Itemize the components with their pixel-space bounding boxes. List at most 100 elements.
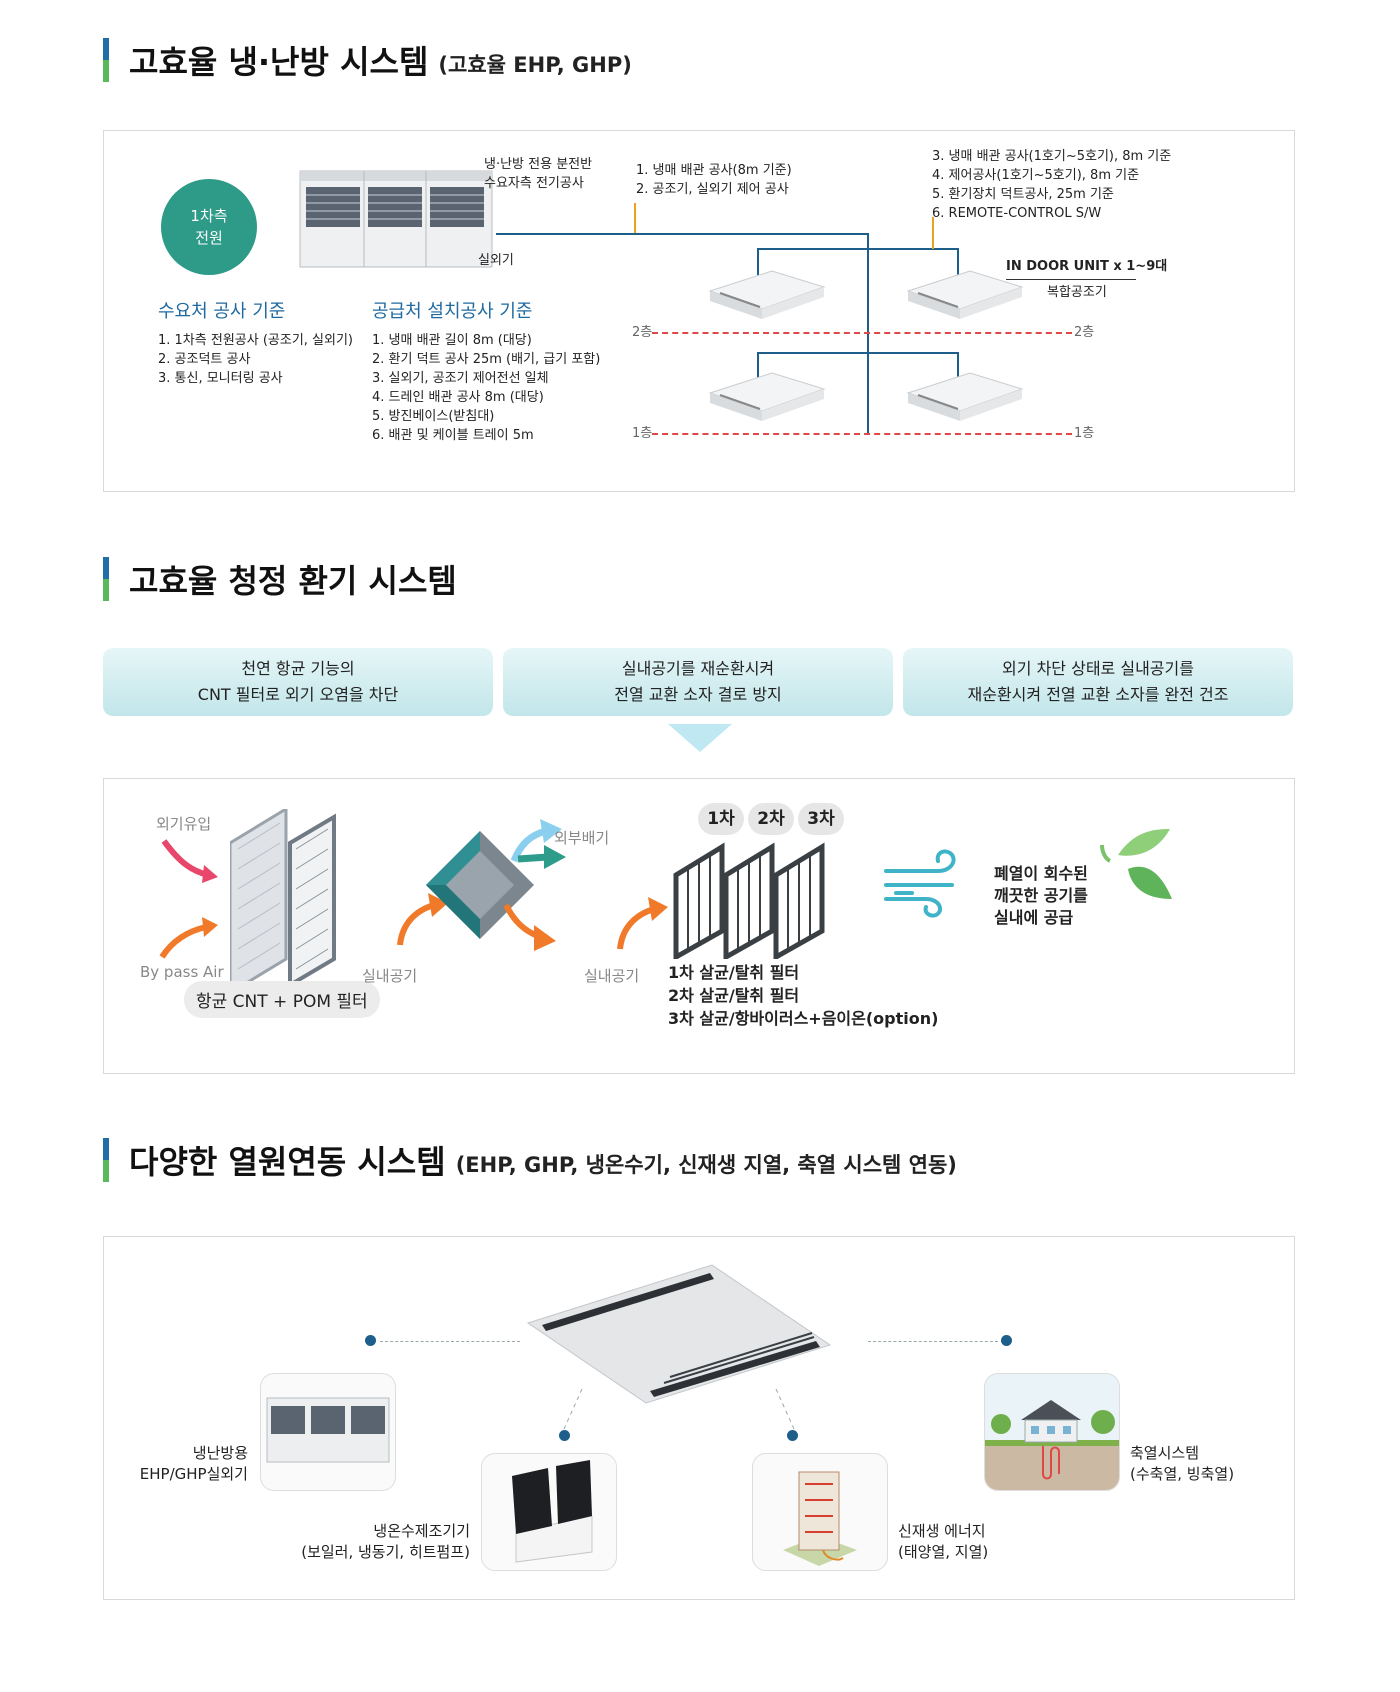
chiller-image — [481, 1453, 617, 1571]
floor1-dash-line — [652, 433, 1072, 435]
outdoor-unit-caption: 냉난방용 EHP/GHP실외기 — [126, 1443, 248, 1485]
power-circle-line1: 1차측 — [190, 207, 228, 225]
outdoor-unit-image — [260, 1373, 396, 1491]
indoor-unit-2f-right — [906, 270, 1024, 319]
clean-air-result-text: 폐열이 회수된 깨끗한 공기를 실내에 공급 — [994, 863, 1088, 929]
caption-line: 냉난방용 — [192, 1444, 248, 1462]
supply-item: 4. 드레인 배관 공사 8m (대당) — [372, 390, 544, 405]
work-notes-b: 3. 냉매 배관 공사(1호기~5호기), 8m 기준 4. 제어공사(1호기~… — [932, 147, 1171, 223]
indoor-unit-sublabel: 복합공조기 — [1047, 285, 1107, 300]
thermal-storage-caption: 축열시스템 (수축열, 빙축열) — [1130, 1443, 1234, 1485]
result-line: 깨끗한 공기를 — [994, 886, 1088, 905]
renewable-energy-image — [752, 1453, 888, 1571]
work-note-4: 4. 제어공사(1호기~5호기), 8m 기준 — [932, 168, 1140, 183]
filter-stage-list: 1차 살균/탈취 필터 2차 살균/탈취 필터 3차 살균/항바이러스+음이온(… — [668, 961, 938, 1030]
caption-line: 축열시스템 — [1130, 1444, 1200, 1462]
main-pipe-horizontal — [496, 233, 868, 235]
section3-subtitle: (EHP, GHP, 냉온수기, 신재생 지열, 축열 시스템 연동) — [455, 1153, 957, 1177]
indoor-air-label-1: 실내공기 — [362, 967, 418, 985]
outdoor-unit-icon — [266, 1397, 390, 1463]
orange-arrow-icon — [159, 917, 218, 959]
section3-title: 다양한 열원연동 시스템 — [129, 1143, 446, 1181]
floor2-left-label: 2층 — [632, 325, 653, 340]
outdoor-unit-illustration — [299, 170, 493, 268]
demand-criteria-title: 수요처 공사 기준 — [158, 301, 286, 322]
filter-stage-item: 3차 살균/항바이러스+음이온(option) — [668, 1009, 939, 1028]
caption-line: (보일러, 냉동기, 히트펌프) — [301, 1543, 470, 1561]
power-circle-line2: 전원 — [195, 229, 223, 247]
section1-title: 고효율 냉·난방 시스템 — [129, 43, 429, 81]
supply-item: 2. 환기 덕트 공사 25m (배기, 급기 포함) — [372, 352, 601, 367]
stage3-chip: 3차 — [798, 803, 844, 835]
link-dot-chiller — [559, 1430, 570, 1441]
ceiling-cassette-illustration — [526, 1264, 832, 1404]
demand-item: 1. 1차측 전원공사 (공조기, 실외기) — [158, 333, 353, 348]
filter-stage-item: 1차 살균/탈취 필터 — [668, 963, 800, 982]
cnt-filter-illustration — [230, 809, 336, 995]
result-line: 폐열이 회수된 — [994, 864, 1088, 883]
pill-line: 재순환시켜 전열 교환 소자를 완전 건조 — [967, 685, 1229, 704]
supply-orange-arrow-icon — [503, 903, 556, 951]
floor2-dash-line — [652, 332, 1072, 334]
indoor-unit-1f-right — [906, 372, 1024, 421]
pill-line: 전열 교환 소자 결로 방지 — [614, 685, 782, 704]
supply-item: 3. 실외기, 공조기 제어전선 일체 — [372, 371, 549, 386]
work-note-6: 6. REMOTE-CONTROL S/W — [932, 206, 1102, 221]
work-note-3: 3. 냉매 배관 공사(1호기~5호기), 8m 기준 — [932, 149, 1172, 164]
pill-line: 실내공기를 재순환시켜 — [621, 659, 775, 678]
section1-heading: 고효율 냉·난방 시스템 (고효율 EHP, GHP) — [103, 38, 632, 82]
section-marker — [103, 557, 109, 601]
hvac-diagram-panel: 1차측 전원 냉·난방 전용 분전반 수요자측 전기공사 실외기 1. 냉매 배… — [103, 130, 1295, 492]
supply-criteria-title: 공급처 설치공사 기준 — [372, 301, 533, 322]
upper-branch-pipe — [757, 248, 959, 250]
filter-stage-item: 2차 살균/탈취 필터 — [668, 986, 800, 1005]
indoor-unit-2f-left — [708, 270, 826, 319]
indoor-unit-label: IN DOOR UNIT x 1~9대 — [1006, 259, 1168, 274]
caption-line: 신재생 에너지 — [898, 1522, 986, 1540]
cnt-pom-filter-pill: 항균 CNT + POM 필터 — [184, 981, 380, 1018]
work-note-1: 1. 냉매 배관 공사(8m 기준) — [636, 163, 792, 178]
exhaust-blue-arrow-icon — [510, 819, 562, 863]
building-energy-icon — [783, 1471, 857, 1566]
panel-board-label: 냉·난방 전용 분전반 수요자측 전기공사 — [484, 155, 592, 193]
leaf-icon — [1100, 829, 1172, 899]
work-note-2: 2. 공조기, 실외기 제어 공사 — [636, 182, 789, 197]
house-ground-icon — [985, 1400, 1119, 1490]
demand-item: 3. 통신, 모니터링 공사 — [158, 371, 283, 386]
wind-icon — [884, 849, 956, 918]
caption-line: (수축열, 빙축열) — [1130, 1465, 1235, 1483]
exhaust-label: 외부배기 — [554, 829, 610, 847]
panel-board-line1: 냉·난방 전용 분전반 — [484, 157, 593, 172]
supply-criteria-list: 1. 냉매 배관 길이 8m (대당) 2. 환기 덕트 공사 25m (배기,… — [372, 331, 600, 445]
bypass-air-label: By pass Air — [140, 963, 224, 981]
feature-pill-2: 실내공기를 재순환시켜 전열 교환 소자 결로 방지 — [503, 648, 893, 716]
caption-line: EHP/GHP실외기 — [139, 1465, 248, 1483]
stage1-chip: 1차 — [698, 803, 744, 835]
three-stage-filter-illustration — [673, 842, 825, 959]
link-line-storage — [868, 1341, 998, 1342]
demand-criteria-list: 1. 1차측 전원공사 (공조기, 실외기) 2. 공조덕트 공사 3. 통신,… — [158, 331, 353, 388]
exhaust-teal-arrow-icon — [517, 845, 566, 869]
pill-line: CNT 필터로 외기 오염을 차단 — [197, 685, 399, 704]
work-notes-a: 1. 냉매 배관 공사(8m 기준) 2. 공조기, 실외기 제어 공사 — [636, 161, 792, 199]
feature-pill-3: 외기 차단 상태로 실내공기를 재순환시켜 전열 교환 소자를 완전 건조 — [903, 648, 1293, 716]
lower-branch-left — [757, 352, 759, 380]
indoor-air-arrow-icon — [617, 897, 668, 950]
floor1-right-label: 1층 — [1074, 426, 1095, 441]
indoor-air-label-2: 실내공기 — [584, 967, 640, 985]
chiller-icon — [512, 1460, 593, 1563]
section-marker — [103, 1138, 109, 1182]
lower-branch-right — [957, 352, 959, 380]
primary-power-circle: 1차측 전원 — [161, 179, 257, 275]
note-b-leader — [932, 217, 934, 249]
result-line: 실내에 공급 — [994, 908, 1074, 927]
pill-line: 외기 차단 상태로 실내공기를 — [1002, 659, 1194, 678]
ventilation-panel: 외기유입 By pass Air 항균 CNT + POM 필터 실내공기 — [103, 778, 1295, 1074]
panel-board-line2: 수요자측 전기공사 — [484, 176, 584, 191]
chiller-caption: 냉온수제조기기 (보일러, 냉동기, 히트펌프) — [270, 1521, 470, 1563]
section2-title: 고효율 청정 환기 시스템 — [129, 562, 457, 600]
link-dot-storage — [1001, 1335, 1012, 1346]
link-lines-lower — [563, 1388, 795, 1430]
pink-arrow-icon — [161, 839, 218, 883]
heat-source-panel: 냉난방용 EHP/GHP실외기 냉온수제조기기 (보일러, 냉동기, 히트펌프)… — [103, 1236, 1295, 1600]
